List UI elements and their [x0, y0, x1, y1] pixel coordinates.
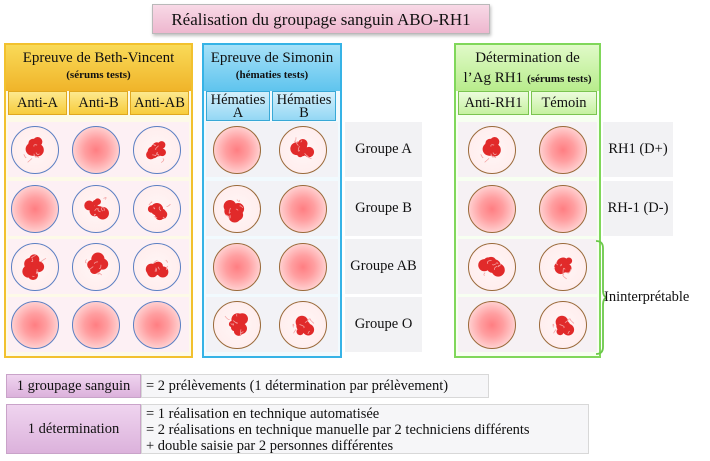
rh1-well-r3-c2	[539, 243, 587, 291]
col-hematies-b-line2: B	[299, 105, 309, 121]
beth-vincent-well-r2-c2	[72, 185, 120, 233]
groupage-value: = 2 prélèvements (1 détermination par pr…	[141, 374, 489, 398]
rh1-well-r2-c2	[539, 185, 587, 233]
beth-vincent-well-r4-c2	[72, 301, 120, 349]
brace-icon	[595, 240, 608, 355]
row-label-rh1-positive: RH1 (D+)	[603, 122, 673, 177]
rh1-subtitle: (sérums tests)	[527, 73, 592, 85]
rh1-well-r3-c1	[468, 243, 516, 291]
row-label-groupe-ab: Groupe AB	[345, 239, 422, 294]
rh1-panel: Détermination de l’Ag RH1 (sérums tests)…	[454, 43, 601, 358]
row-label-rh1-negative: RH-1 (D-)	[603, 181, 673, 236]
rh1-title-line1: Détermination de	[475, 50, 580, 66]
beth-vincent-panel: Epreuve de Beth-Vincent (sérums tests) A…	[4, 43, 193, 358]
simonin-well-r3-c2	[279, 243, 327, 291]
row-label-groupe-o: Groupe O	[345, 297, 422, 352]
beth-vincent-well-r2-c3	[133, 185, 181, 233]
ininterpretable-label: Ininterprétable	[604, 289, 690, 305]
beth-vincent-well-r3-c1	[11, 243, 59, 291]
row-label-groupe-b: Groupe B	[345, 181, 422, 236]
col-anti-b: Anti-B	[69, 91, 128, 115]
rh1-well-r1-c1	[468, 126, 516, 174]
beth-vincent-well-r2-c1	[11, 185, 59, 233]
col-hematies-b: Hématies B	[272, 91, 336, 121]
groupage-label: 1 groupage sanguin	[6, 374, 141, 398]
row-label-groupe-a: Groupe A	[345, 122, 422, 177]
beth-vincent-well-r1-c1	[11, 126, 59, 174]
rh1-well-r4-c2	[539, 301, 587, 349]
simonin-subtitle: (hématies tests)	[235, 69, 309, 81]
col-anti-rh1: Anti-RH1	[458, 91, 529, 115]
simonin-well-r2-c1	[213, 185, 261, 233]
beth-vincent-well-r3-c2	[72, 243, 120, 291]
simonin-well-r3-c1	[213, 243, 261, 291]
simonin-well-r2-c2	[279, 185, 327, 233]
beth-vincent-well-r4-c3	[133, 301, 181, 349]
determination-line-2: = 2 réalisations en technique manuelle p…	[146, 422, 530, 438]
determination-line-1: = 1 réalisation en technique automatisée	[146, 406, 380, 422]
col-anti-a: Anti-A	[8, 91, 67, 115]
determination-label: 1 détermination	[6, 404, 141, 454]
simonin-well-r4-c2	[279, 301, 327, 349]
beth-vincent-well-r3-c3	[133, 243, 181, 291]
beth-vincent-well-r1-c2	[72, 126, 120, 174]
determination-value: = 1 réalisation en technique automatisée…	[141, 404, 589, 454]
col-hematies-a-line1: Hématies	[210, 92, 266, 108]
simonin-panel: Epreuve de Simonin (hématies tests) Héma…	[202, 43, 342, 358]
determination-line-3: + double saisie par 2 personnes différen…	[146, 438, 394, 454]
beth-vincent-well-r4-c1	[11, 301, 59, 349]
rh1-well-r2-c1	[468, 185, 516, 233]
diagram-title: Réalisation du groupage sanguin ABO-RH1	[152, 4, 490, 34]
simonin-well-r4-c1	[213, 301, 261, 349]
beth-vincent-title: Epreuve de Beth-Vincent	[22, 50, 175, 66]
simonin-title: Epreuve de Simonin	[210, 50, 334, 66]
col-hematies-b-line1: Hématies	[276, 92, 332, 108]
col-anti-ab: Anti-AB	[130, 91, 189, 115]
col-hematies-a: Hématies A	[206, 91, 270, 121]
rh1-title-line2-wrap: l’Ag RH1 (sérums tests)	[456, 69, 599, 87]
col-temoin: Témoin	[531, 91, 597, 115]
rh1-title-line2: l’Ag RH1	[463, 70, 524, 86]
rh1-well-r4-c1	[468, 301, 516, 349]
simonin-well-r1-c1	[213, 126, 261, 174]
rh1-well-r1-c2	[539, 126, 587, 174]
col-hematies-a-line2: A	[232, 105, 244, 121]
beth-vincent-well-r1-c3	[133, 126, 181, 174]
beth-vincent-subtitle: (sérums tests)	[66, 69, 131, 81]
simonin-well-r1-c2	[279, 126, 327, 174]
